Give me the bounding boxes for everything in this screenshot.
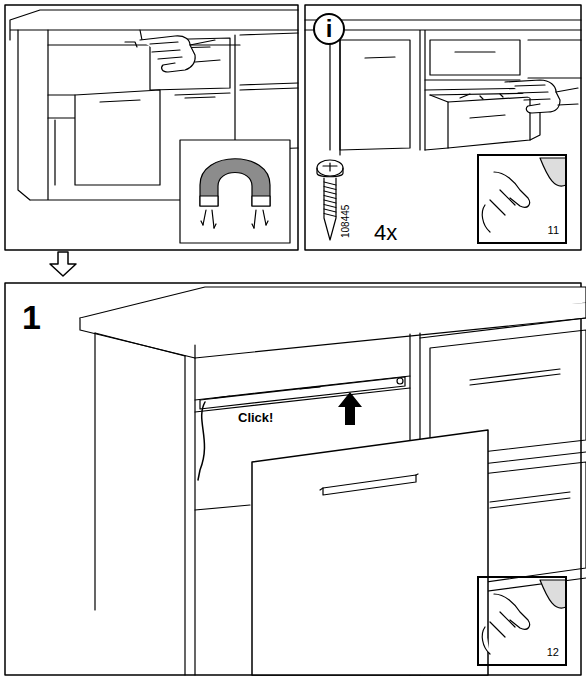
page-reference: 12: [477, 576, 567, 666]
inset-frame: [180, 140, 290, 243]
up-arrow: [338, 392, 362, 425]
panel-frame: [305, 5, 581, 250]
part-number: 108445: [341, 205, 351, 238]
thread-stroke: [324, 187, 336, 190]
step-number: 1: [22, 300, 41, 334]
cabinet-frame: [95, 318, 586, 675]
countertop: [80, 287, 586, 358]
magnet-symbol: [200, 159, 270, 228]
thread-stroke: [324, 191, 336, 194]
cabinet-right: [305, 20, 581, 155]
node-text: 12: [547, 647, 559, 658]
page-icon: [482, 158, 566, 232]
thread-stroke: [324, 196, 336, 199]
node-text: 11: [548, 225, 559, 236]
thread-stroke: [324, 205, 336, 208]
thread-stroke: [324, 214, 336, 217]
screw: [317, 160, 343, 240]
hand: [140, 36, 220, 72]
quantity: 4x: [374, 222, 397, 244]
panel-frame: [5, 5, 298, 250]
page-icon: [482, 580, 566, 654]
node-text: i: [326, 17, 333, 41]
page-reference: 11: [477, 154, 567, 244]
thread-stroke: [324, 200, 336, 203]
hand: [505, 80, 578, 113]
screw-thread: [324, 182, 336, 217]
next-arrow: [50, 252, 76, 276]
thread-stroke: [324, 182, 336, 185]
cabinet-door: [252, 430, 488, 675]
thread-stroke: [324, 209, 336, 212]
click-note: Click!: [236, 411, 275, 424]
info-icon: i: [313, 13, 345, 45]
